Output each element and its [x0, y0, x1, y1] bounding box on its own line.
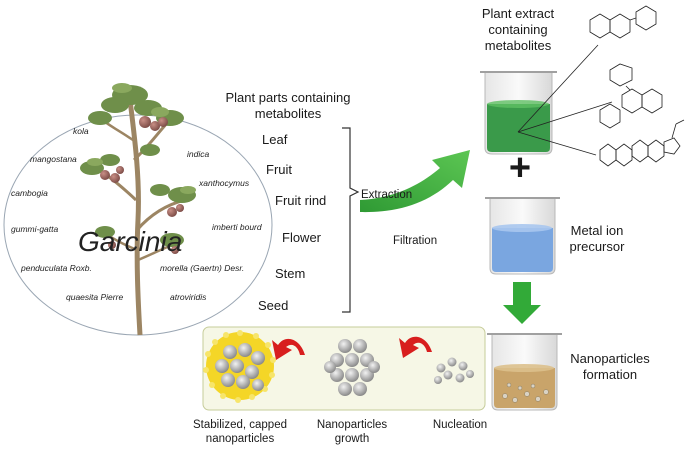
nucleation-to-growth-arrow: [399, 336, 432, 358]
growth-nanoparticle-icon: [324, 339, 380, 396]
species-imberti-bourd: imberti bourd: [212, 222, 262, 232]
metal-precursor-title: Metal ion precursor: [569, 223, 625, 254]
species-indica: indica: [187, 149, 210, 159]
genus-title: Garcinia: [78, 226, 183, 257]
metal-beaker: [485, 197, 560, 275]
species-kola: kola: [73, 126, 89, 136]
plus-sign: +: [508, 147, 532, 189]
plant-parts-brace: [342, 127, 360, 313]
filtration-label: Filtration: [393, 235, 438, 247]
extraction-arrow: [360, 150, 470, 213]
species-quaesita: quaesita Pierre: [66, 292, 124, 302]
extract-liquid: [487, 104, 550, 152]
extract-title: Plant extract containing metabolites: [481, 6, 555, 53]
species-gummi-gatta: gummi-gatta: [11, 224, 59, 234]
triterpene-molecule: [599, 119, 685, 167]
nucleation-particles-icon: [434, 357, 474, 384]
species-cambogia: cambogia: [11, 188, 48, 198]
extract-beaker: [480, 71, 557, 155]
part-fruit-rind: Fruit rind: [275, 193, 327, 208]
species-penduculata: penduculata Roxb.: [21, 263, 92, 273]
stage-capped-label: Stabilized, capped nanoparticles: [193, 419, 287, 445]
capped-nanoparticle-icon: [203, 330, 276, 403]
part-fruit: Fruit: [266, 162, 292, 177]
species-atroviridis: atroviridis: [170, 292, 207, 302]
extraction-label: Extraction: [361, 189, 413, 201]
part-stem: Stem: [275, 266, 306, 281]
flavonoid-molecule: [589, 5, 657, 39]
nanoparticles-formation-title: Nanoparticles formation: [570, 351, 650, 382]
stage-growth-label: Nanoparticles growth: [316, 419, 388, 445]
nanoparticle-beaker: [487, 333, 562, 411]
part-leaf: Leaf: [262, 132, 288, 147]
part-flower: Flower: [282, 230, 322, 245]
part-seed: Seed: [258, 298, 289, 313]
glycoside-molecule: [599, 63, 663, 129]
growth-to-capped-arrow: [272, 338, 305, 360]
stage-nucleation-label: Nucleation: [432, 419, 488, 431]
species-morella: morella (Gaertn) Desr.: [160, 263, 245, 273]
species-xanthocymus: xanthocymus: [199, 178, 250, 188]
species-mangostana: mangostana: [30, 154, 77, 164]
down-arrow: [503, 282, 541, 324]
plant-parts-title: Plant parts containing metabolites: [225, 90, 351, 121]
garcinia-tree-illustration: [80, 83, 196, 336]
